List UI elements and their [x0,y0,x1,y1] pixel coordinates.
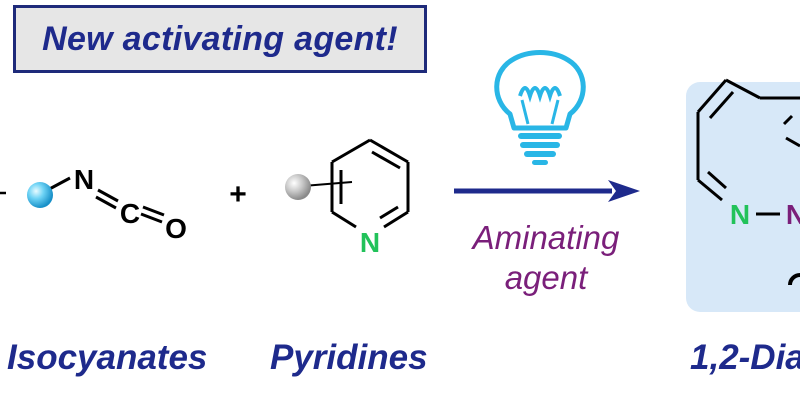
product-bond-f [782,114,794,126]
reagent-label: Aminating agent [426,218,666,298]
product-bond-a-inner [708,91,735,119]
bond-n-c-1 [97,188,119,203]
reaction-arrow [454,180,640,202]
product-bond-d-inner [707,170,727,190]
product-n2: N [786,199,800,230]
product-bond-d [697,178,723,202]
ring-bond-4 [331,210,357,229]
bond-c-o-2 [140,212,163,224]
product-partial-c [788,273,800,295]
substituent-ball-icon [285,174,311,200]
bond-c-o-1 [142,205,165,217]
reagent-line1: Aminating [472,219,620,256]
isocyanate-o: O [165,213,187,244]
isocyanate-structure: N C O [27,164,187,244]
isocyanate-n: N [74,164,94,195]
product-n1: N [730,199,750,230]
banner-text: New activating agent! [42,19,398,58]
pyridines-label: Pyridines [270,338,428,377]
ring-bond-1 [369,138,409,164]
ring-bond-6 [331,138,371,164]
product-bond-top [725,78,761,100]
bond-n-c-2 [95,195,117,210]
product-bond-a [696,79,728,113]
substituent-bond [302,181,353,187]
lightbulb-icon [494,50,586,165]
ring-bond-1-inner [371,150,401,170]
banner: New activating agent! [13,5,427,73]
ring-bond-3-inner [379,205,399,220]
product-label: 1,2-Dia [690,338,800,377]
product-structure: N N [696,78,800,295]
substituent-ball-icon [27,182,53,208]
product-bond-e [785,136,800,148]
product-box [686,82,800,312]
ring-bond-3 [383,210,409,229]
isocyanates-label: Isocyanates [7,338,208,377]
pyridine-structure: N [285,138,410,258]
pyridine-n: N [360,227,380,258]
isocyanate-c: C [120,198,140,229]
reagent-line2: agent [504,259,588,296]
plus-sign: + [229,178,247,211]
